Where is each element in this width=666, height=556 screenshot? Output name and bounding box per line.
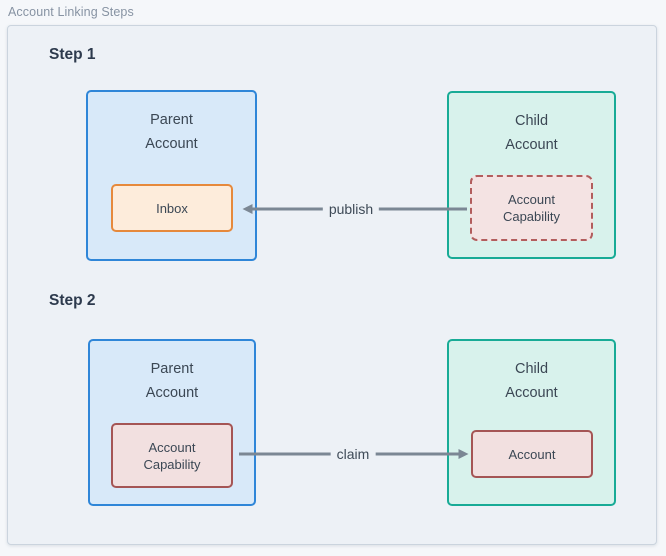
step2-account-capability-box: Account Capability bbox=[111, 423, 233, 488]
step1-parent-account-box: Parent Account Inbox bbox=[86, 90, 257, 261]
publish-arrow-label: publish bbox=[322, 201, 380, 217]
step2-heading: Step 2 bbox=[49, 292, 96, 309]
step1-account-capability-box: Account Capability bbox=[470, 175, 593, 241]
step2-parent-account-box: Parent Account Account Capability bbox=[88, 339, 256, 506]
step1-inbox-box: Inbox bbox=[111, 184, 233, 232]
step1-heading: Step 1 bbox=[49, 46, 96, 63]
step2-account-box: Account bbox=[471, 430, 593, 478]
figure-title: Account Linking Steps bbox=[8, 5, 134, 19]
step2-child-account-box: Child Account Account bbox=[447, 339, 616, 506]
diagram-frame: Step 1 Parent Account Inbox Child Accoun… bbox=[7, 25, 657, 545]
step2-child-account-title: Child Account bbox=[505, 361, 558, 401]
claim-arrow-label: claim bbox=[330, 446, 376, 462]
step2-parent-account-title: Parent Account bbox=[145, 361, 199, 401]
step1-child-account-title: Child Account bbox=[505, 113, 558, 153]
step1-child-account-box: Child Account Account Capability bbox=[447, 91, 616, 259]
step1-parent-account-title: Parent Account bbox=[145, 112, 198, 152]
